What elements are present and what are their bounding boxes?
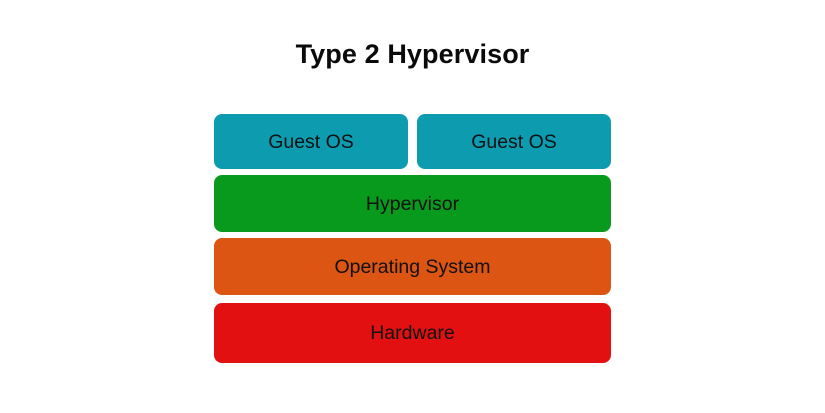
guest-os-row: Guest OS Guest OS <box>214 114 611 169</box>
layer-label: Hardware <box>370 322 455 344</box>
hypervisor-stack: Guest OS Guest OS Hypervisor Operating S… <box>214 114 611 363</box>
layer-label: Guest OS <box>471 130 557 153</box>
layer-box-guest-os-1[interactable]: Guest OS <box>214 114 408 169</box>
layer-box-operating-system[interactable]: Operating System <box>214 238 611 295</box>
layer-label: Operating System <box>334 255 491 278</box>
page-title: Type 2 Hypervisor <box>295 39 530 69</box>
layer-label: Hypervisor <box>365 192 460 215</box>
layer-label: Guest OS <box>268 130 354 153</box>
layer-box-hardware[interactable]: Hardware <box>214 303 611 363</box>
layer-box-hypervisor[interactable]: Hypervisor <box>214 175 611 232</box>
layer-box-guest-os-2[interactable]: Guest OS <box>417 114 611 169</box>
